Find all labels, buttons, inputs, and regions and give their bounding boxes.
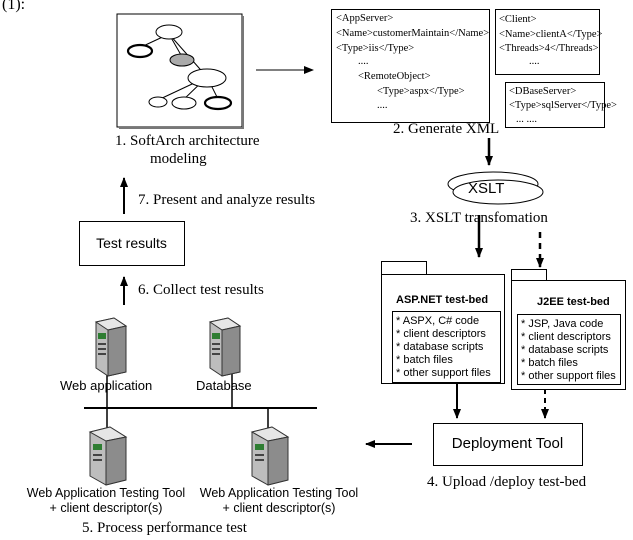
aspnet-bed-title: ASP.NET test-bed — [396, 294, 489, 306]
xml-line: <Type>iis</Type> — [336, 43, 415, 54]
xml-line: <Type>aspx</Type> — [377, 86, 465, 97]
test-results-box: Test results — [79, 221, 185, 266]
header-fragment: (1): — [2, 0, 26, 13]
testing-tool-line1: Web Application Testing Tool — [26, 486, 186, 500]
bed-item: * other support files — [396, 367, 491, 379]
xml-line: <RemoteObject> — [358, 71, 431, 82]
step-6-caption: 6. Collect test results — [138, 282, 264, 298]
xml-line: <AppServer> — [336, 13, 394, 24]
xml-line: .... — [358, 56, 369, 67]
step-4-caption: 4. Upload /deploy test-bed — [427, 474, 587, 490]
xml-line: <Name>customerMaintain</Name> — [336, 28, 490, 39]
database-label: Database — [196, 378, 252, 393]
web-application-server-icon — [94, 317, 128, 377]
bed-item: * ASPX, C# code — [396, 315, 480, 327]
aspnet-bed-contents: * ASPX, C# code * client descriptors * d… — [392, 311, 501, 383]
xml-line: .... — [529, 56, 540, 67]
step-2-caption: 2. Generate XML — [393, 121, 500, 137]
architecture-graph-icon — [126, 24, 233, 111]
aspnet-test-bed: ASP.NET test-bed * ASPX, C# code * clien… — [381, 274, 505, 384]
step-5-caption: 5. Process performance test — [82, 520, 247, 536]
test-results-label: Test results — [96, 235, 167, 251]
xslt-label: XSLT — [468, 180, 505, 197]
j2ee-test-bed: J2EE test-bed * JSP, Java code * client … — [511, 280, 626, 390]
testing-tool-label-1: Web Application Testing Tool + client de… — [0, 486, 212, 516]
step-1-caption-line1: 1. SoftArch architecture — [115, 133, 260, 149]
xml-dbase-box: <DBaseServer> <Type>sqlServer</Type> ...… — [505, 82, 617, 128]
deployment-tool-label: Deployment Tool — [451, 435, 564, 452]
step-1-caption-line2: modeling — [150, 151, 207, 167]
xml-line: <Type>sqlServer</Type> — [509, 100, 617, 111]
aspnet-bed-tab — [381, 261, 427, 274]
deployment-tool-box: Deployment Tool — [433, 423, 583, 466]
xml-line: <Name>clientA</Type> — [499, 29, 603, 40]
step-7-caption: 7. Present and analyze results — [138, 192, 316, 208]
xml-appserver-box: <AppServer> <Name>customerMaintain</Name… — [331, 9, 490, 123]
testing-tool-label-2: Web Application Testing Tool + client de… — [173, 486, 385, 516]
xml-line: .... — [377, 100, 388, 111]
web-application-label: Web application — [60, 378, 153, 393]
j2ee-bed-tab — [511, 269, 547, 280]
bed-item: * JSP, Java code — [521, 318, 604, 330]
testing-tool-line2: + client descriptor(s) — [222, 501, 336, 515]
testing-tool-machine-icon-1 — [88, 426, 128, 486]
bed-item: * client descriptors — [396, 328, 486, 340]
xml-line: <Client> — [499, 14, 537, 25]
testing-tool-line2: + client descriptor(s) — [49, 501, 163, 515]
bed-item: * database scripts — [521, 344, 609, 356]
bed-item: * batch files — [396, 354, 453, 366]
xml-line: <Threads>4</Threads> — [499, 43, 599, 54]
bed-item: * other support files — [521, 370, 616, 382]
bed-item: * client descriptors — [521, 331, 611, 343]
bed-item: * batch files — [521, 357, 578, 369]
testing-tool-machine-icon-2 — [250, 426, 290, 486]
xml-line: <DBaseServer> — [509, 86, 577, 97]
step-3-caption: 3. XSLT transfomation — [410, 210, 548, 226]
xml-line: ... .... — [516, 114, 537, 125]
bed-item: * database scripts — [396, 341, 484, 353]
testing-tool-line1: Web Application Testing Tool — [199, 486, 359, 500]
xslt-processor-shape — [447, 171, 544, 205]
j2ee-bed-title: J2EE test-bed — [537, 296, 610, 308]
j2ee-bed-contents: * JSP, Java code * client descriptors * … — [517, 314, 621, 385]
database-server-icon — [208, 317, 242, 377]
xml-client-box: <Client> <Name>clientA</Type> <Threads>4… — [495, 9, 603, 75]
